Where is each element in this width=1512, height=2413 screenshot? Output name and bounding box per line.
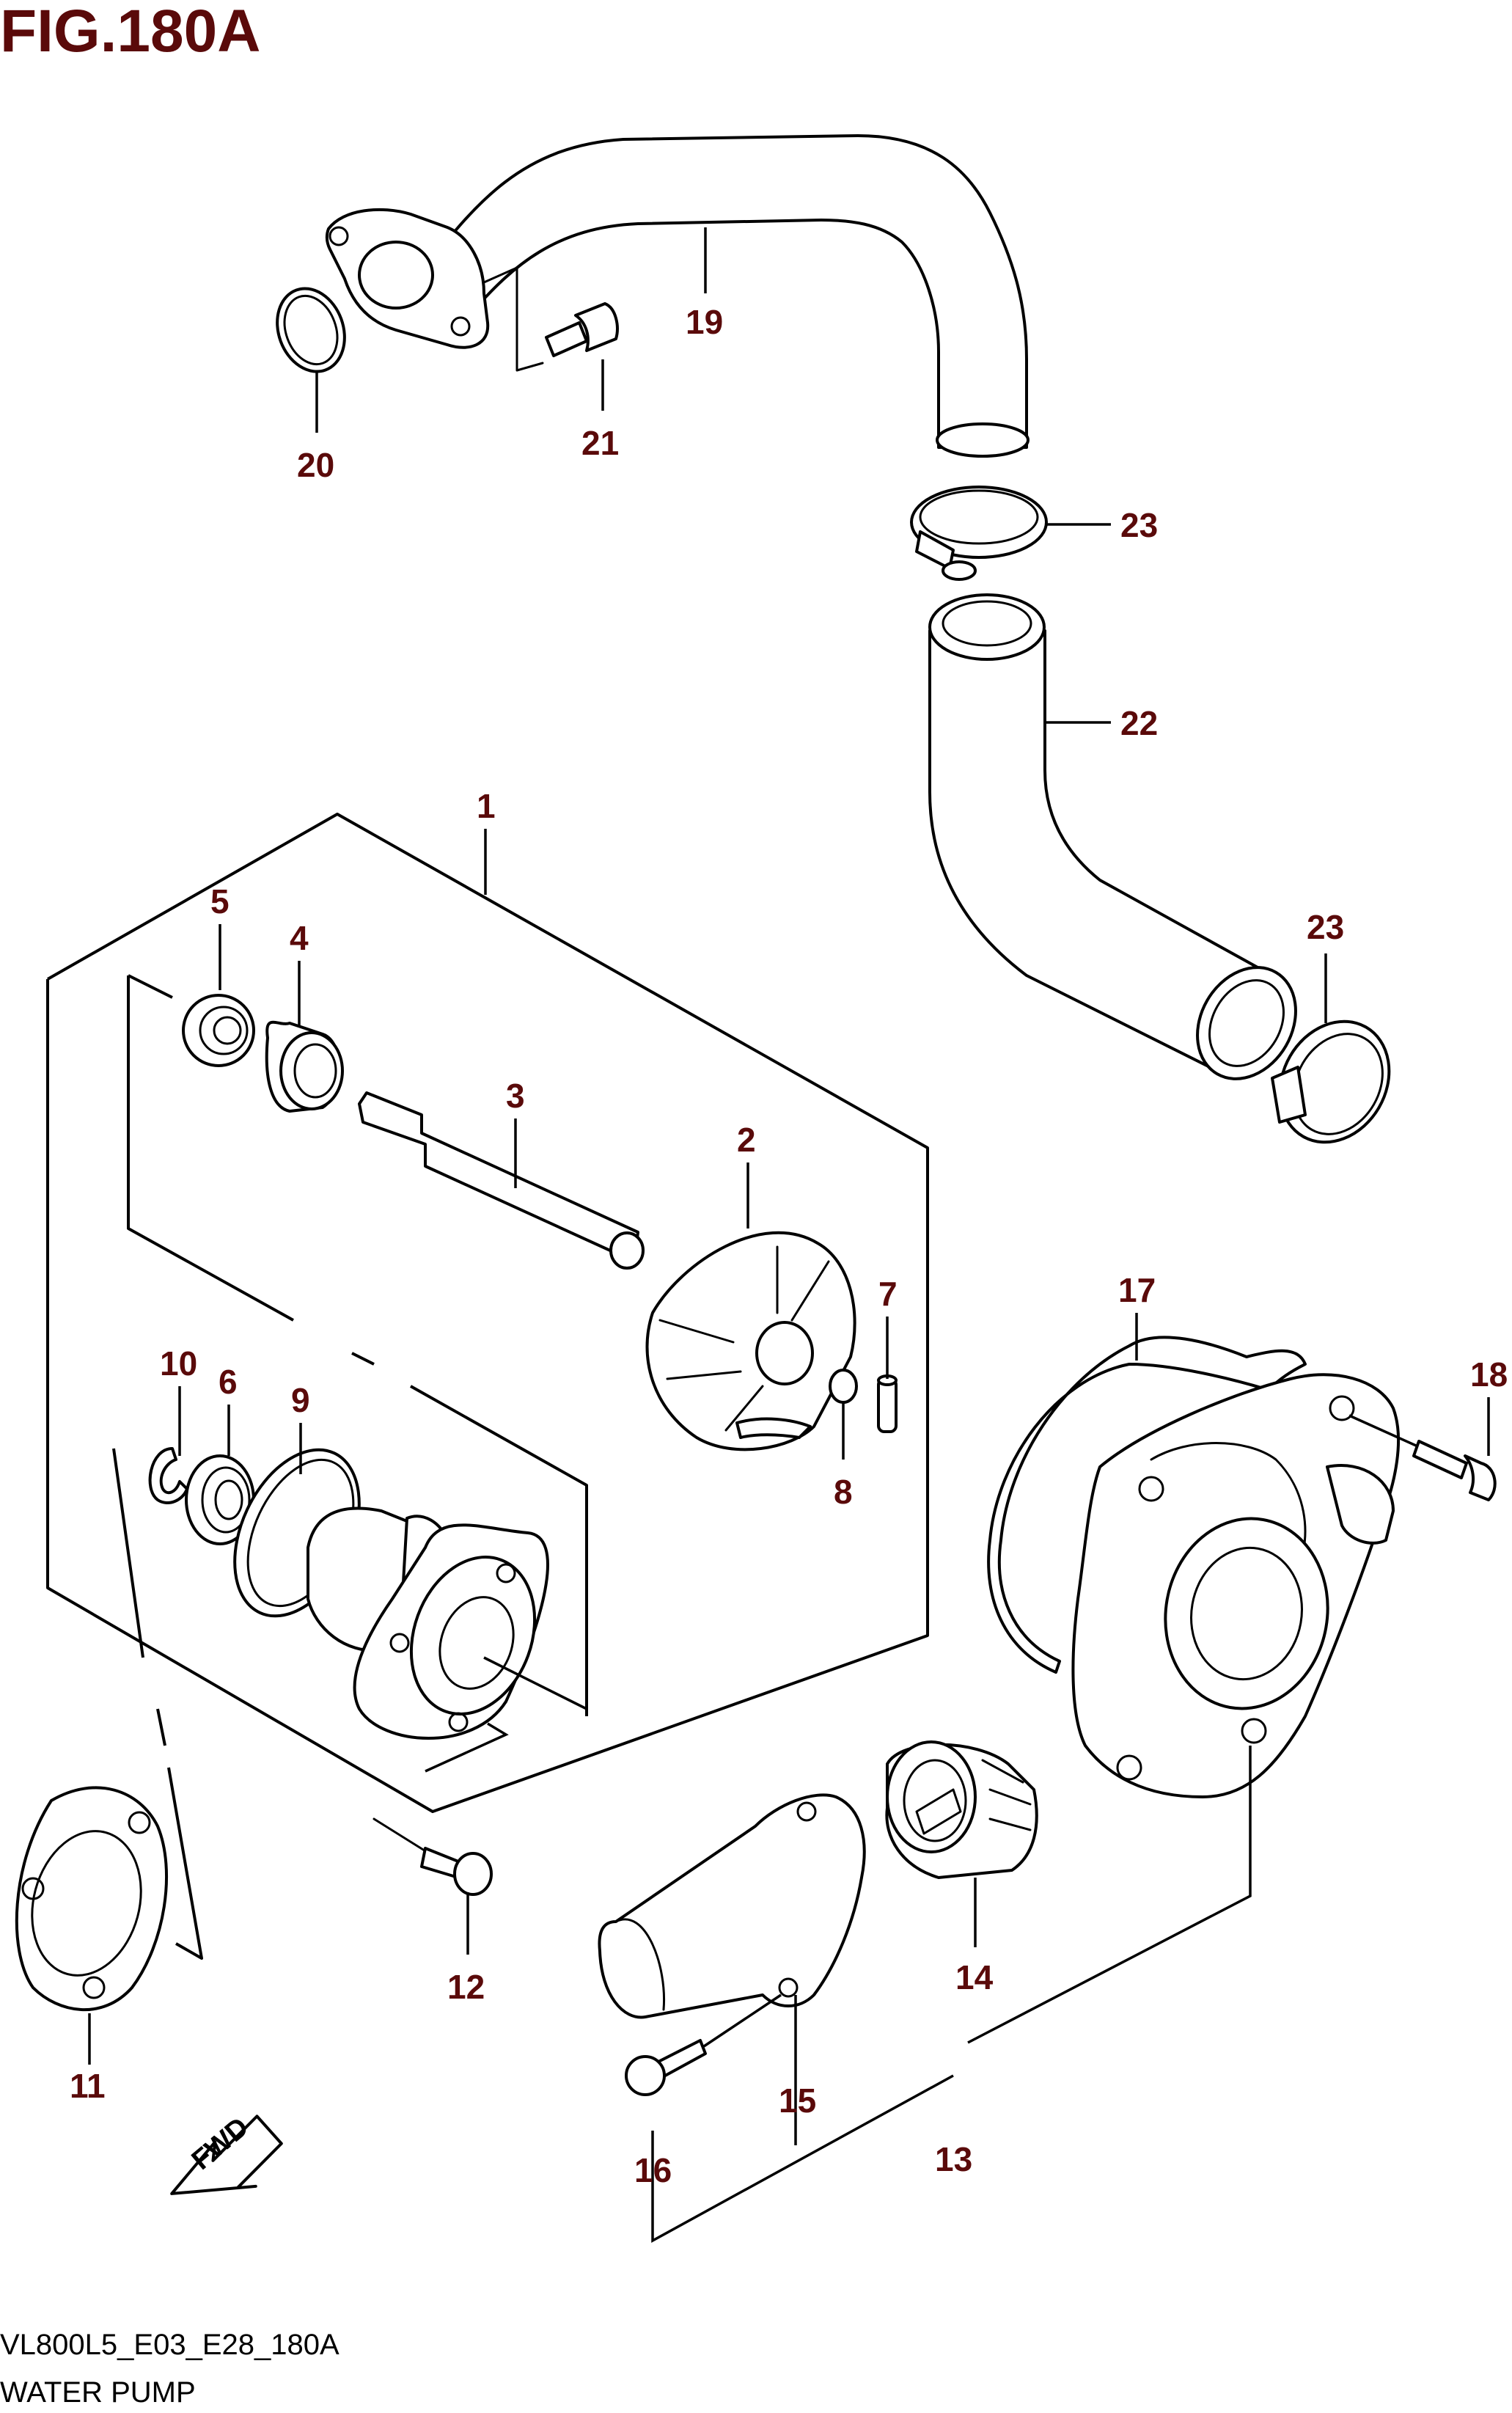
callout-18: 18 [1470, 1355, 1508, 1394]
oil-seal-5 [182, 994, 255, 1067]
pipe-flange [325, 208, 490, 349]
callout-19: 19 [686, 303, 723, 341]
hose-clamp-upper [910, 486, 1048, 581]
bearing-6 [185, 1454, 255, 1545]
figure-code: VL800L5_E03_E28_180A [0, 2329, 340, 2361]
callout-3: 3 [506, 1077, 525, 1115]
o-ring-20 [276, 287, 346, 373]
callout-22: 22 [1120, 704, 1158, 742]
callout-2: 2 [737, 1121, 756, 1159]
callout-7: 7 [878, 1275, 898, 1313]
callout-11: 11 [70, 2067, 106, 2105]
callout-9: 9 [291, 1381, 310, 1419]
bolt-18 [1348, 1414, 1497, 1501]
figure-title: FIG.180A [0, 0, 260, 65]
callout-14: 14 [955, 1958, 994, 1996]
figure-name: WATER PUMP [0, 2376, 196, 2409]
forward-arrow: FWD [170, 2112, 283, 2195]
callout-8: 8 [834, 1473, 853, 1511]
callout-1: 1 [477, 787, 496, 825]
pump-cover-13 [1071, 1373, 1401, 1798]
callout-5: 5 [210, 882, 230, 920]
o-ring-8 [829, 1369, 858, 1404]
callout-23-upper: 23 [1120, 506, 1158, 544]
pump-shaft-3 [358, 1091, 645, 1270]
callout-20: 20 [297, 446, 334, 484]
callout-15: 15 [779, 2081, 816, 2120]
pump-assembly-box [46, 813, 929, 1813]
gasket-11 [15, 1448, 203, 2011]
pump-body [307, 1506, 587, 1773]
screw-12 [373, 1817, 493, 1896]
bolt-21 [482, 266, 619, 372]
callout-4: 4 [290, 919, 309, 957]
callout-10: 10 [160, 1344, 197, 1383]
pin-7 [877, 1374, 898, 1433]
bracket-lines-13 [651, 1746, 1252, 2243]
callout-21: 21 [581, 424, 619, 462]
bolt-16 [625, 1993, 782, 2096]
water-outlet-pipe [409, 134, 1030, 458]
thermostat-cover-15 [598, 1793, 866, 2019]
thermostat-14 [885, 1740, 1038, 1879]
water-hose [928, 593, 1297, 1080]
callout-23-lower: 23 [1307, 908, 1344, 946]
impeller-2 [645, 1231, 856, 1451]
callout-17: 17 [1118, 1271, 1156, 1309]
leader-lines [88, 227, 1490, 2065]
callout-6: 6 [219, 1363, 238, 1401]
callout-16: 16 [634, 2151, 672, 2189]
circlip-10 [148, 1447, 188, 1504]
hose-clamp-lower [1271, 1019, 1391, 1144]
mechanical-seal-4 [265, 1020, 344, 1113]
cover-gasket-17 [987, 1336, 1307, 1674]
callout-12: 12 [447, 1968, 485, 2006]
callouts: 19 20 21 23 22 23 1 5 4 3 2 7 8 17 18 10… [70, 303, 1508, 2189]
callout-13: 13 [935, 2140, 972, 2178]
